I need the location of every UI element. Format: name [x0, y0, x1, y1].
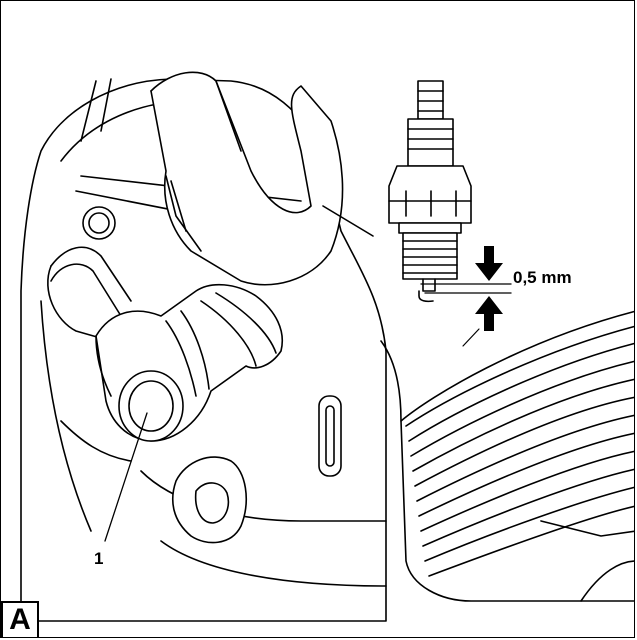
- arrow-up-icon: [475, 296, 503, 331]
- top-shroud: [150, 71, 344, 286]
- vent-slot: [318, 395, 342, 477]
- mount-loop: [171, 456, 247, 544]
- arrow-down-icon: [475, 246, 503, 281]
- part-number-label: 1: [94, 549, 104, 568]
- cylinder-fins: [380, 310, 634, 602]
- spark-plug-boot: [95, 283, 283, 442]
- part-leader-line: [104, 412, 148, 542]
- figure-letter: A: [1, 601, 39, 637]
- spark-plug: [388, 80, 472, 303]
- mount-boss: [82, 206, 116, 240]
- ignition-lead: [47, 246, 132, 342]
- gap-dimension-label: 0,5 mm: [513, 268, 572, 287]
- gap-indicator: [420, 246, 512, 347]
- leader-line: [322, 205, 374, 237]
